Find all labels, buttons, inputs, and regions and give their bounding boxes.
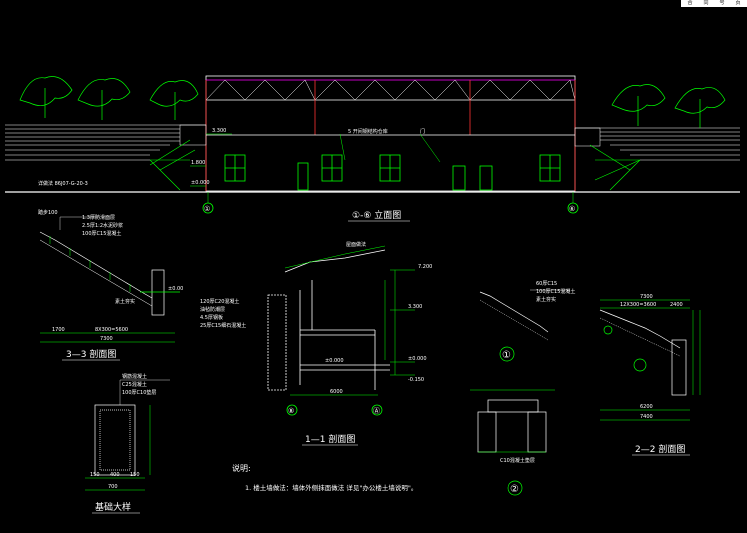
s11-title: 1—1 剖面图 [305, 433, 355, 445]
d1-note-1: 60厚C15 [536, 281, 557, 287]
fd-note-2: C25混凝土 [122, 381, 147, 388]
s22-title: 2—2 剖面图 [635, 443, 685, 455]
detail-2-labels: ② C10混凝土垫层 [500, 457, 535, 495]
foundation-detail [85, 379, 170, 491]
detail-1 [479, 289, 570, 362]
title-block-cell-1: 合 [687, 0, 693, 6]
title-block-cell-2: 同 [703, 0, 709, 6]
s11-axis-left: ⑧ [288, 407, 294, 415]
title-block-cell-4: 页 [735, 0, 741, 6]
s11-note-3: 油毡防潮层 [200, 306, 225, 313]
s22-dim-2: 12X300=3600 [620, 302, 656, 308]
notes-heading: 说明: [232, 463, 251, 473]
elevation-stair-note: 详做法 86J07-G-20-3 [38, 180, 88, 187]
elevation-view [5, 75, 740, 214]
s33-dim-2: 8X300=5600 [95, 327, 128, 333]
fd-dim-2: 400 [110, 472, 120, 478]
foundation-title: 基础大样 [95, 501, 131, 513]
s33-note-2: 1.3厚防滑面层 [82, 214, 115, 221]
s33-title: 3—3 剖面图 [66, 348, 116, 360]
s11-dim: 6000 [330, 389, 343, 395]
elevation-labels: ① ⑥ 3.300 1.800 ±0.000 5 开间钢结构仓库 门 详做法 8… [38, 128, 575, 222]
s11-level-5: ±0.000 [325, 358, 344, 364]
s11-note-1: 屋面做法 [346, 241, 366, 248]
s11-level-3: ±0.000 [408, 356, 427, 362]
detail-2 [470, 389, 555, 496]
section-1-1-labels: 7.200 3.300 ±0.000 -0.150 ±0.000 屋面做法 12… [200, 241, 432, 446]
s33-note-4: 100厚C15混凝土 [82, 230, 121, 237]
fd-note-3: 100厚C10垫层 [122, 389, 156, 396]
d1-label: ① [502, 350, 511, 361]
s22-dim-4: 6200 [640, 404, 653, 410]
s33-dim-1: 1700 [52, 327, 65, 333]
section-3-3-labels: 踏步100 1.3厚防滑面层 2.5厚1:2水泥砂浆 100厚C15混凝土 素土… [38, 209, 183, 361]
section-1-1 [267, 245, 415, 416]
s22-dim-5: 7400 [640, 414, 653, 420]
d1-note-2: 100厚C15混凝土 [536, 288, 575, 295]
elevation-level-top: 3.300 [212, 128, 226, 134]
section-2-2 [599, 299, 701, 421]
d2-note-1: C10混凝土垫层 [500, 457, 535, 464]
section-3-3 [39, 216, 180, 343]
s11-note-2: 120厚C20混凝土 [200, 298, 239, 305]
fd-dim-1: 150 [90, 472, 100, 478]
elevation-annotation-door: 门 [420, 128, 425, 135]
s11-axis-right: Ⓐ [373, 407, 380, 415]
d1-note-3: 素土夯实 [536, 296, 556, 303]
elevation-title: ①-⑥ 立面图 [352, 209, 401, 221]
elevation-level-low: ±0.000 [191, 180, 210, 186]
title-block-cell-3: 号 [719, 0, 725, 6]
elevation-axis-left: ① [204, 205, 210, 213]
fd-dim-3: 150 [130, 472, 140, 478]
foundation-labels: 钢筋混凝土 C25混凝土 100厚C10垫层 150 400 150 700 基… [90, 373, 156, 514]
elevation-annotation-main: 5 开间钢结构仓库 [348, 128, 388, 135]
s33-note-1: 踏步100 [38, 209, 58, 216]
s22-dim-1: 7300 [640, 294, 653, 300]
title-block: 合 同 号 页 [681, 0, 747, 7]
s11-level-4: -0.150 [408, 377, 424, 383]
elevation-level-mid: 1.800 [191, 160, 205, 166]
elevation-axis-right: ⑥ [569, 205, 575, 213]
s11-note-4: 4.5厚钢板 [200, 314, 223, 321]
s11-note-5: 25厚C15细石混凝土 [200, 322, 246, 329]
s33-dim-3: 7300 [100, 336, 113, 342]
general-notes: 说明: 1. 楼土墙做法：墙体外侧抹面做法 详见"办公楼土墙说明"。 [232, 463, 417, 492]
s11-level-1: 7.200 [418, 264, 432, 270]
detail-1-labels: ① 60厚C15 100厚C15混凝土 素土夯实 [502, 281, 575, 361]
section-2-2-labels: 7300 12X300=3600 2400 6200 7400 2—2 剖面图 [620, 294, 690, 456]
fd-dim-total: 700 [108, 484, 118, 490]
s33-note-3: 2.5厚1:2水泥砂浆 [82, 222, 123, 229]
s22-dim-3: 2400 [670, 302, 683, 308]
d2-label: ② [510, 484, 519, 495]
s33-level: ±0.00 [168, 286, 183, 292]
notes-item-1: 1. 楼土墙做法：墙体外侧抹面做法 详见"办公楼土墙说明"。 [245, 483, 417, 492]
s33-note-5: 素土夯实 [115, 298, 135, 305]
s11-level-2: 3.300 [408, 304, 422, 310]
fd-note-1: 钢筋混凝土 [122, 373, 147, 380]
